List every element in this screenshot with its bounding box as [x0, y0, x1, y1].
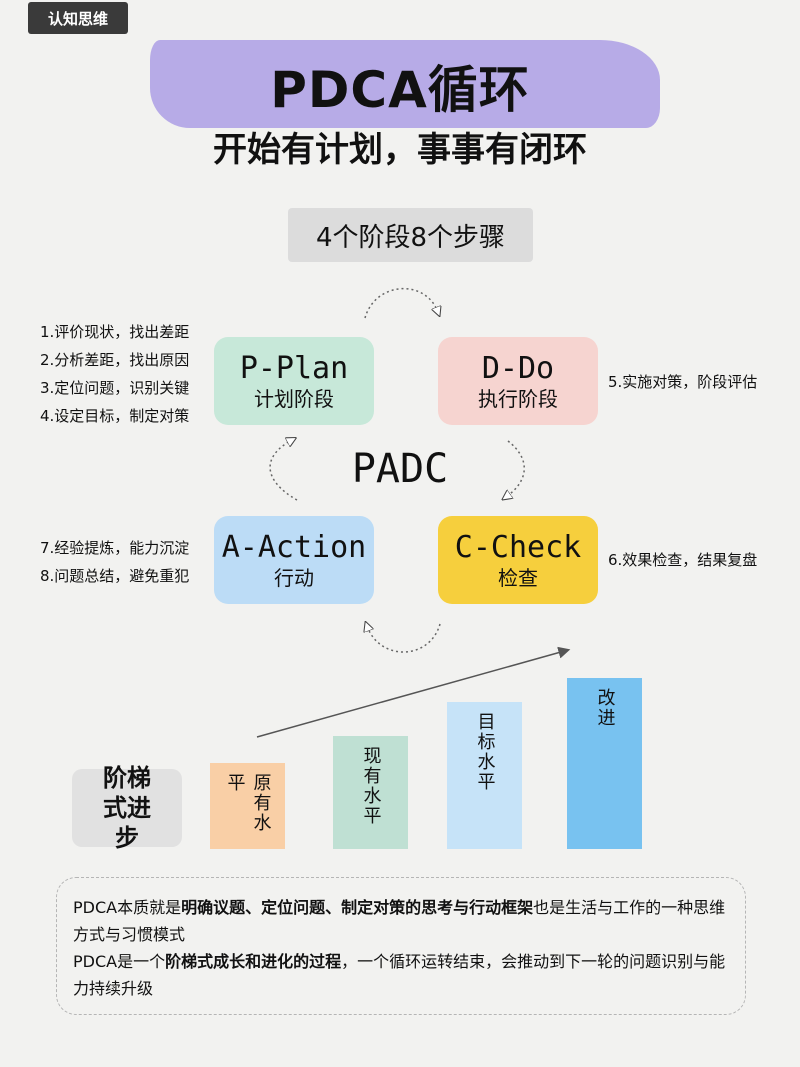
bar-label: 原有水平 [224, 773, 272, 833]
plan-steps: 1.评价现状，找出差距 2.分析差距，找出原因 3.定位问题，识别关键 4.设定… [40, 318, 189, 430]
card-action: A-Action 行动 [214, 516, 374, 604]
page-title: PDCA循环 [270, 61, 530, 119]
card-plan: P-Plan 计划阶段 [214, 337, 374, 425]
stages-label: 4个阶段8个步骤 [288, 208, 533, 262]
do-steps: 5.实施对策，阶段评估 [608, 368, 757, 396]
page-subtitle: 开始有计划，事事有闭环 [213, 130, 587, 170]
step-item: 5.实施对策，阶段评估 [608, 373, 758, 391]
step-item: 1.评价现状，找出差距 [40, 323, 190, 341]
cycle-center-label: PADC [351, 446, 449, 492]
card-check-title: C-Check [454, 530, 582, 565]
card-plan-title: P-Plan [239, 351, 349, 386]
card-check-subtitle: 检查 [498, 566, 538, 590]
summary-paragraph-1: PDCA本质就是明确议题、定位问题、制定对策的思考与行动框架也是生活与工作的一种… [73, 894, 727, 948]
level-bar-improve: 改进 [567, 678, 642, 849]
stair-label-text: 阶梯式进步 [103, 764, 151, 852]
card-plan-subtitle: 计划阶段 [254, 387, 334, 411]
level-bar-current: 现有水平 [333, 736, 408, 849]
card-check: C-Check 检查 [438, 516, 598, 604]
step-item: 2.分析差距，找出原因 [40, 351, 190, 369]
bar-label: 现有水平 [360, 746, 382, 826]
step-item: 8.问题总结，避免重犯 [40, 567, 190, 585]
summary-paragraph-2: PDCA是一个阶梯式成长和进化的过程，一个循环运转结束，会推动到下一轮的问题识别… [73, 948, 727, 1002]
bar-label: 目标水平 [474, 712, 496, 792]
cycle-arrow-icon [506, 440, 525, 497]
summary-emphasis: 阶梯式成长和进化的过程 [165, 952, 342, 971]
summary-text: 也是生活与工作的一种思维方式与习惯模式 [73, 898, 726, 944]
cycle-arrow-icon [367, 624, 441, 653]
level-bar-original: 原有水平 [210, 763, 285, 849]
check-steps: 6.效果检查，结果复盘 [608, 546, 757, 574]
summary-box: PDCA本质就是明确议题、定位问题、制定对策的思考与行动框架也是生活与工作的一种… [56, 877, 746, 1015]
title-highlight [150, 40, 660, 128]
card-action-subtitle: 行动 [274, 566, 314, 590]
cycle-arrow-icon [269, 440, 297, 501]
step-item: 6.效果检查，结果复盘 [608, 551, 758, 569]
step-item: 4.设定目标，制定对策 [40, 407, 190, 425]
bar-label: 改进 [594, 688, 616, 728]
growth-arrow-icon [256, 646, 571, 738]
card-do: D-Do 执行阶段 [438, 337, 598, 425]
category-tag: 认知思维 [28, 2, 128, 34]
cycle-arrow-icon [364, 288, 438, 319]
card-action-title: A-Action [221, 530, 367, 565]
action-steps: 7.经验提炼，能力沉淀 8.问题总结，避免重犯 [40, 534, 189, 590]
level-bar-target: 目标水平 [447, 702, 522, 849]
summary-emphasis: 明确议题、定位问题、制定对策的思考与行动框架 [181, 898, 534, 917]
step-item: 7.经验提炼，能力沉淀 [40, 539, 190, 557]
card-do-title: D-Do [481, 351, 555, 386]
summary-text: PDCA是一个 [73, 952, 166, 971]
step-item: 3.定位问题，识别关键 [40, 379, 190, 397]
card-do-subtitle: 执行阶段 [478, 387, 558, 411]
summary-text: PDCA本质就是 [73, 898, 182, 917]
stair-label: 阶梯式进步 [72, 764, 182, 852]
summary-text: ，一个循环运转结束，会推动到下一轮的问题识别与能力持续升级 [73, 952, 726, 998]
